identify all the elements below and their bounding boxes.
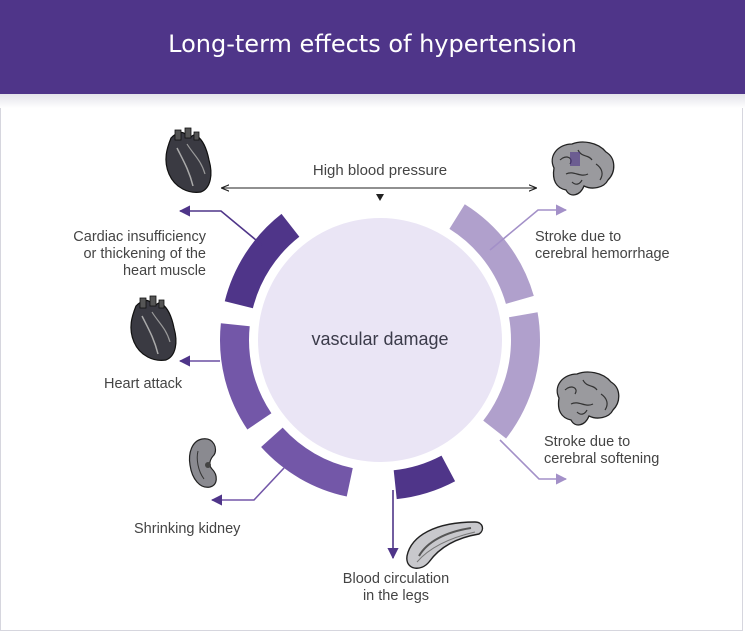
- label-line: Cardiac insufficiency: [73, 229, 206, 245]
- label-line: cerebral hemorrhage: [535, 246, 670, 262]
- heart-icon: [130, 295, 177, 361]
- stroke-hemorrhage-label: Stroke due to cerebral hemorrhage: [535, 229, 735, 263]
- brain-icon: [556, 371, 620, 426]
- vascular-damage-label: vascular damage: [311, 329, 449, 349]
- ring-segments: [220, 204, 540, 500]
- ring-segment-stroke-hemorrhage: [449, 204, 534, 304]
- page-title: Long-term effects of hypertension: [168, 30, 577, 58]
- stroke-softening-label: Stroke due to cerebral softening: [544, 434, 734, 468]
- label-line: heart muscle: [122, 263, 206, 279]
- legs-label: Blood circulation in the legs: [316, 571, 476, 605]
- connector-stroke-softening: [499, 439, 568, 485]
- heart-icon: [165, 127, 212, 193]
- header-shadow: [0, 94, 745, 108]
- connector-stroke-hemorrhage: [489, 204, 568, 251]
- label-line: Stroke due to: [535, 229, 622, 245]
- ring-segment-stroke-softening: [483, 312, 540, 439]
- ring-segment-legs: [393, 455, 456, 500]
- label-line: Shrinking kidney: [134, 521, 241, 537]
- connector-kidney: [210, 467, 285, 506]
- label-line: Stroke due to: [544, 434, 631, 450]
- label-line: Blood circulation: [342, 571, 450, 587]
- label-line: or thickening of the: [83, 246, 206, 262]
- label-line: cerebral softening: [544, 451, 660, 467]
- connector-cardiac: [178, 205, 263, 246]
- center-circle: [258, 218, 502, 462]
- high-blood-pressure-label: High blood pressure: [312, 162, 448, 179]
- kidney-icon: [188, 438, 217, 488]
- blood-vessel-icon: [406, 521, 484, 569]
- ring-segment-cardiac: [224, 213, 300, 309]
- brain-icon: [551, 141, 615, 196]
- ring-segment-heart-attack: [220, 323, 272, 430]
- heart-attack-label: Heart attack: [104, 376, 224, 393]
- pointer-triangle: [376, 194, 384, 201]
- label-line: in the legs: [362, 588, 430, 604]
- kidney-label: Shrinking kidney: [134, 521, 274, 538]
- cardiac-label: Cardiac insufficiency or thickening of t…: [30, 229, 206, 280]
- header-banner: Long-term effects of hypertension: [0, 0, 745, 94]
- label-line: Heart attack: [104, 376, 183, 392]
- ring-segment-kidney: [261, 427, 353, 497]
